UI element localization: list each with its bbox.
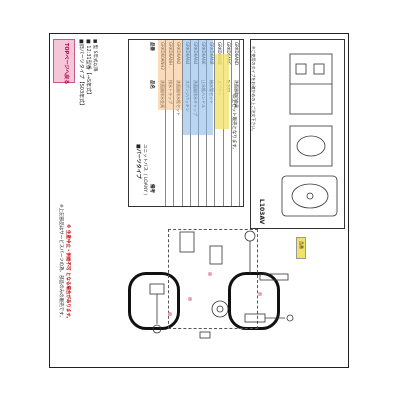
assembly-outline: [168, 229, 258, 329]
highlight-yellow: [215, 54, 229, 129]
footer-note-1: ※上記部品はサービスパーツの為、部品のみの販売です。: [58, 204, 63, 320]
parts-sheet: TOPページへ戻る ■旧パーツタイプ【S03年式】 ■ 12:31型番【→S年式…: [49, 33, 349, 368]
detail-frame-upper: [128, 272, 180, 330]
product-diagram-box: [250, 39, 345, 229]
series-line-1: ■旧パーツタイプ【S03年式】: [78, 39, 84, 109]
parts-header-subtitle: ユニットバス（ LOANY ）: [142, 144, 147, 198]
top-link-box[interactable]: TOPページへ戻る: [53, 39, 75, 85]
highlight-blue: [183, 40, 213, 135]
series-line-2: ■ 12:31型番【→S年式】: [85, 39, 91, 98]
top-link-label[interactable]: TOPページへ戻る: [63, 43, 69, 85]
highlight-orange: [158, 40, 182, 110]
col-header-name: 品番: [149, 42, 154, 51]
part-code: GRKD6AND: [233, 42, 239, 65]
parts-tag: 品番: [296, 237, 306, 259]
col-header-note: 備考: [149, 184, 154, 193]
option-note: 以上セット販売となります。: [231, 94, 236, 152]
parts-tag-label: 品番: [299, 241, 304, 249]
parts-header-title: ■パーツタイプ: [135, 144, 141, 179]
table-row: GRKD6AN8給水管セット: [207, 40, 216, 206]
series-line-3: ■ 型 S年式以降: [92, 39, 97, 72]
exploded-parts-drawing: [149, 230, 294, 339]
diagram-note: ※ご使用のタイプをお確かめの上ご注文下さい。: [251, 46, 256, 134]
basin-drawing: [281, 53, 338, 217]
table-row: GRKD6ANC吐水口: [224, 40, 232, 206]
col-header-item: 品名: [149, 80, 154, 89]
footer-note-2: ※ 生産中止・供給不可 となる場合があります。: [65, 224, 70, 321]
parts-table: [128, 39, 244, 207]
